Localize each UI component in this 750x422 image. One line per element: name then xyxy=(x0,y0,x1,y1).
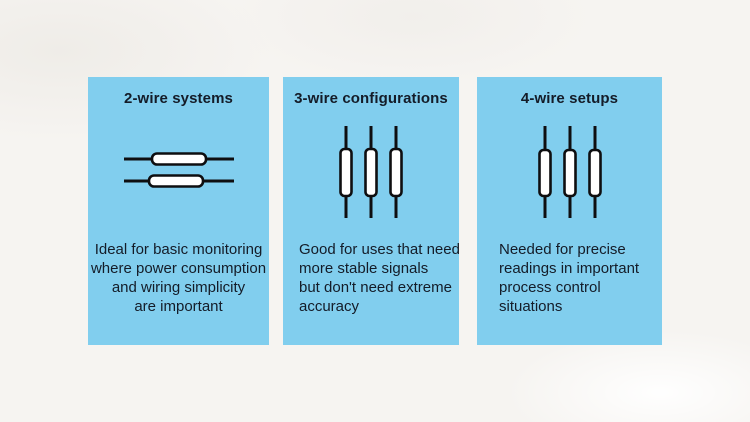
description-line: where power consumption xyxy=(90,260,267,277)
description-line: Good for uses that need xyxy=(299,241,460,258)
description-line: situations xyxy=(499,298,563,315)
card-4-wire-setups: 4-wire setups Needed for precise reading… xyxy=(477,77,662,345)
card-description: Good for uses that need more stable sign… xyxy=(283,240,460,316)
description-line: process control xyxy=(499,279,601,296)
description-line: are important xyxy=(134,298,223,315)
three-vertical-resistors-icon xyxy=(283,126,459,218)
description-line: accuracy xyxy=(299,298,360,315)
two-horizontal-resistors-icon xyxy=(88,149,269,195)
card-title: 2-wire systems xyxy=(124,90,233,107)
description-line: readings in important xyxy=(499,260,640,277)
description-line: more stable signals xyxy=(299,260,429,277)
card-title: 3-wire configurations xyxy=(294,90,448,107)
description-line: but don't need extreme xyxy=(299,279,452,296)
card-description: Ideal for basic monitoring where power c… xyxy=(88,240,269,316)
card-description: Needed for precise readings in important… xyxy=(477,240,662,316)
card-3-wire-configurations: 3-wire configurations Good for uses that… xyxy=(283,77,460,345)
description-line: and wiring simplicity xyxy=(111,279,246,296)
card-title: 4-wire setups xyxy=(520,90,619,107)
three-vertical-resistors-icon xyxy=(477,126,662,218)
description-line: Needed for precise xyxy=(499,241,626,258)
card-2-wire-systems: 2-wire systems Ideal for basic monitorin… xyxy=(88,77,269,345)
description-line: Ideal for basic monitoring xyxy=(94,241,263,258)
